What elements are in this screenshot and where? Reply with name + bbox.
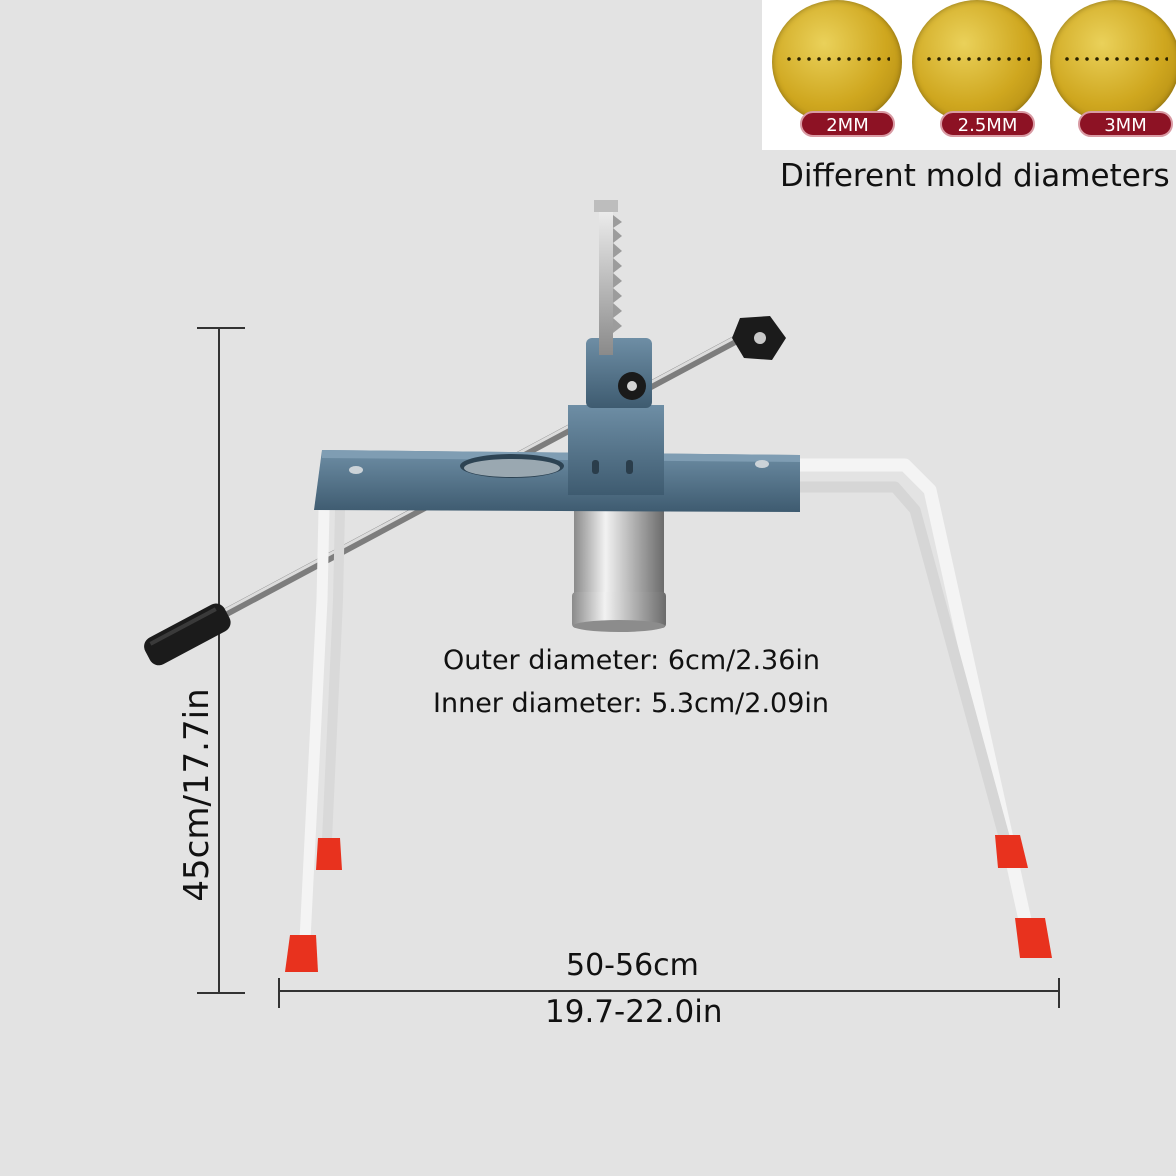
gear-box [568, 338, 664, 495]
mold-disc-3mm: 3MM [1050, 0, 1176, 140]
mold-disc-icon [1050, 0, 1176, 124]
rack-gear [594, 200, 622, 355]
mold-panel: 2MM 2.5MM 3MM [762, 0, 1176, 150]
mold-disc-2mm: 2MM [772, 0, 902, 140]
mold-disc-icon [772, 0, 902, 124]
foot-cap [285, 935, 318, 972]
crank-knob [732, 316, 786, 360]
mold-label: 2MM [800, 111, 895, 137]
mold-disc-icon [912, 0, 1042, 124]
width-dimension-line [278, 978, 1060, 1008]
right-legs [793, 458, 1052, 958]
press-barrel [572, 505, 666, 632]
width-dimension-in: 19.7-22.0in [545, 994, 723, 1030]
foot-cap [316, 838, 342, 870]
height-dimension-label: 45cm/17.7in [177, 688, 217, 902]
inner-diameter-text: Inner diameter: 5.3cm/2.09in [433, 688, 829, 719]
height-dimension-line [197, 327, 245, 994]
foot-cap [995, 835, 1028, 868]
width-dimension-cm: 50-56cm [566, 948, 699, 983]
mold-label: 2.5MM [940, 111, 1035, 137]
mold-disc-2-5mm: 2.5MM [912, 0, 1042, 140]
mold-caption: Different mold diameters [780, 158, 1170, 194]
foot-cap [1015, 918, 1052, 958]
frame-bar [314, 450, 800, 512]
outer-diameter-text: Outer diameter: 6cm/2.36in [443, 645, 820, 676]
left-legs [285, 504, 345, 972]
mold-label: 3MM [1078, 111, 1173, 137]
